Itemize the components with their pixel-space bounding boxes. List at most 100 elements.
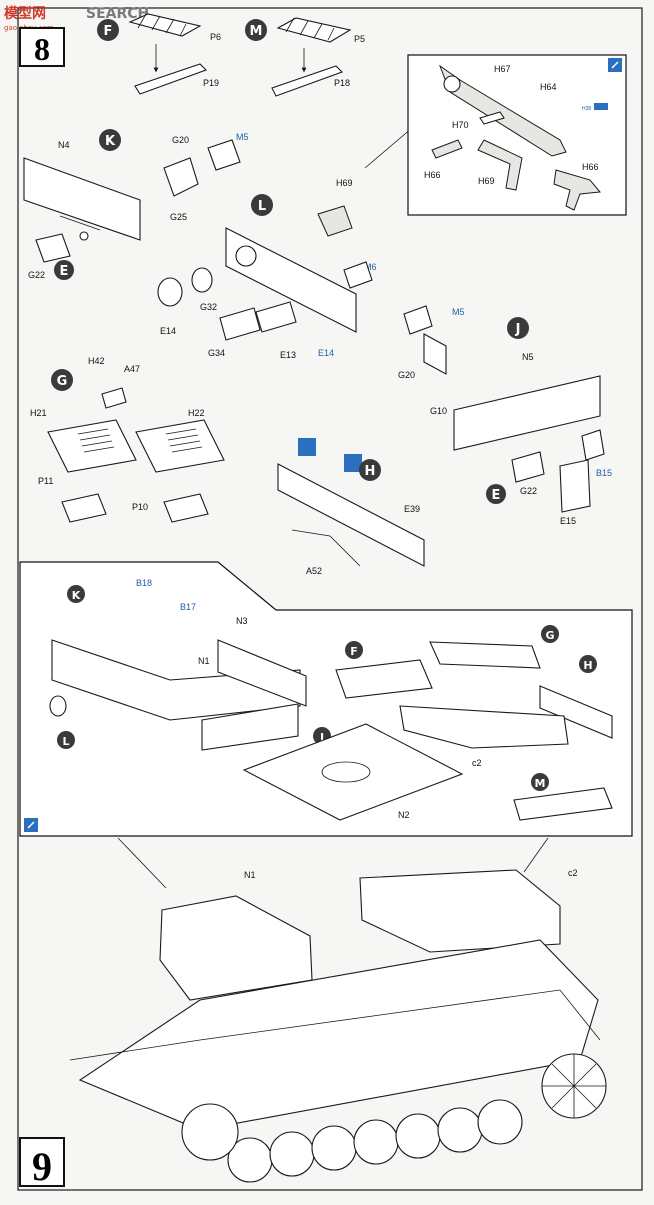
svg-text:G25: G25 [170,212,187,222]
part-h69-shape [317,205,353,237]
part-e39-shape [277,463,425,567]
part-p18-shape [271,65,343,97]
svg-text:F: F [350,645,358,658]
svg-text:J: J [515,322,521,337]
svg-text:H66: H66 [582,162,599,172]
step-9-tank: N1 c2 [69,868,607,1183]
step-8-number: 8 [34,31,50,67]
part-e14a-shape [157,277,183,307]
svg-text:B15: B15 [596,468,612,478]
svg-text:G22: G22 [28,270,45,280]
svg-text:N1: N1 [198,656,210,666]
svg-text:G: G [545,629,554,642]
svg-text:H22: H22 [188,408,205,418]
part-h66b-shape [553,169,601,211]
subassembly-g: G H42 A47 H21 H22 P11 P10 [30,356,225,523]
page-border [17,7,643,1191]
svg-text:H64: H64 [540,82,557,92]
step-9-number: 9 [32,1144,52,1189]
road-wheels [227,1099,523,1183]
svg-text:G22: G22 [520,486,537,496]
svg-text:E: E [492,488,501,503]
svg-text:E13: E13 [280,350,296,360]
inset-mg: H67 H64 H70 H66 H69 H66 H38 [364,54,627,216]
svg-text:P10: P10 [132,502,148,512]
svg-text:N3: N3 [236,616,248,626]
svg-text:N4: N4 [58,140,70,150]
subassembly-m: M P5 P18 [245,17,365,97]
subassembly-k: K N4 G20 M5 G25 G22 E [23,129,249,280]
svg-text:N1: N1 [244,870,256,880]
part-e13-shape [255,301,297,333]
part-g22b-shape [511,451,545,483]
part-e15-shape [559,459,591,513]
svg-text:M6: M6 [364,262,377,272]
svg-text:M: M [250,24,263,39]
part-n4-shape [23,157,141,241]
svg-text:G32: G32 [200,302,217,312]
svg-text:B18: B18 [136,578,152,588]
part-h67-shape [443,75,461,93]
svg-text:G: G [57,374,68,389]
svg-text:B17: B17 [180,602,196,612]
badge-f [97,19,119,41]
part-n2-shape [242,723,464,821]
assembly-frame: K B18 B17 N3 N1 J L F G H c2 N2 M [19,561,633,837]
svg-text:G20: G20 [172,135,189,145]
part-h66a-shape [431,139,463,159]
svg-text:E14: E14 [160,326,176,336]
part-m5a-shape [207,139,241,171]
svg-text:H66: H66 [424,170,441,180]
svg-text:M5: M5 [236,132,249,142]
svg-text:L: L [258,199,266,214]
label-p6: P6 [210,32,221,42]
svg-text:K: K [105,134,116,149]
svg-text:E14: E14 [318,348,334,358]
part-g20a-shape [163,157,199,197]
part-m5b-shape [403,305,433,335]
svg-text:E39: E39 [404,504,420,514]
svg-text:M: M [535,777,546,790]
svg-text:N2: N2 [398,810,410,820]
svg-text:c2: c2 [568,868,578,878]
svg-text:E15: E15 [560,516,576,526]
part-p6-shape [128,13,202,37]
svg-text:A52: A52 [306,566,322,576]
svg-text:L: L [62,735,69,748]
svg-text:F: F [104,24,113,39]
subassembly-l: L H69 M6 E14 G32 G34 E13 E14 [157,178,377,360]
svg-text:H: H [583,659,592,672]
svg-text:H21: H21 [30,408,47,418]
subassembly-h: H E39 A52 [277,438,425,576]
svg-text:J: J [319,731,324,744]
part-g22a-shape [35,233,71,263]
part-h70-shape [479,111,505,125]
part-n5-shape [453,375,601,451]
svg-text:c2: c2 [472,758,482,768]
svg-text:E: E [60,264,69,279]
step-9-box [19,1137,65,1187]
svg-text:H69: H69 [336,178,353,188]
hull-rear-shape [399,705,569,749]
subassembly-j: J M5 G20 G10 N5 G22 B15 E15 E [398,305,612,526]
svg-text:H42: H42 [88,356,105,366]
svg-text:H67: H67 [494,64,511,74]
svg-text:H38: H38 [582,106,591,112]
part-l-plate [225,227,357,333]
step-8-box [19,27,65,67]
svg-text:G34: G34 [208,348,225,358]
label-p19: P19 [203,78,219,88]
svg-text:K: K [72,589,81,602]
drive-sprocket [181,1103,239,1161]
svg-text:N5: N5 [522,352,534,362]
label-p5: P5 [354,34,365,44]
part-g32-shape [191,267,213,293]
tank-hull-body [78,939,599,1131]
svg-text:H70: H70 [452,120,469,130]
svg-text:G10: G10 [430,406,447,416]
part-g34-shape [219,307,261,341]
svg-text:H: H [365,464,376,479]
badge-m [245,19,267,41]
